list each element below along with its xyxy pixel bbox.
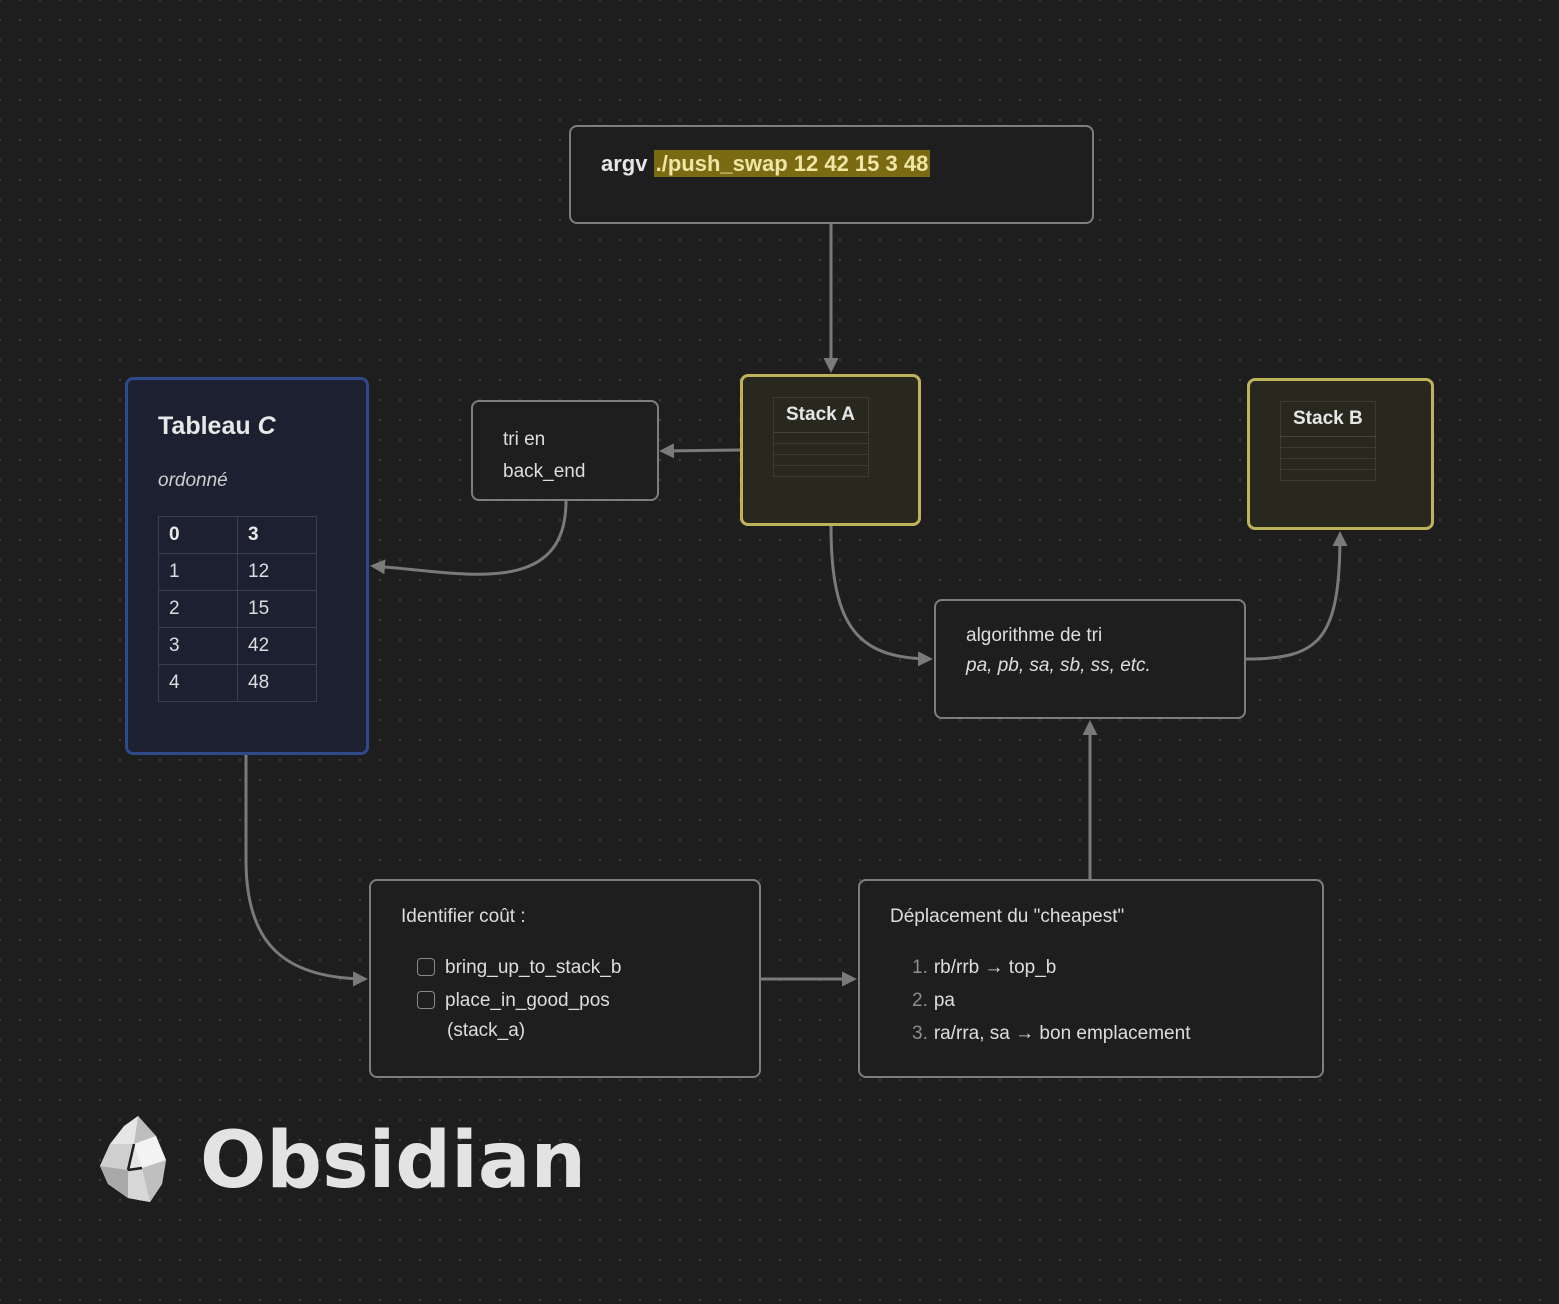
table-row: 0 3 [158,516,317,554]
deplacement-node[interactable]: Déplacement du "cheapest" 1.rb/rrb → top… [858,879,1324,1078]
list-number: 3. [912,1023,928,1044]
tableau-title-text: Tableau [158,412,251,440]
list-item: 2.pa [912,990,955,1012]
obsidian-logo-icon [100,1116,166,1202]
table-cell: 48 [237,664,317,702]
table-cell: 1 [158,553,238,591]
algorithme-node[interactable]: algorithme de tri pa, pb, sa, sb, ss, et… [934,599,1246,719]
argv-node[interactable]: argv ./push_swap 12 42 15 3 48 [569,125,1094,224]
edge-tableau-identifier [244,755,368,987]
list-text: rb/rrb → top_b [933,957,1057,978]
table-cell: 2 [158,590,238,628]
table-cell: 3 [237,516,317,554]
table-cell: 4 [158,664,238,702]
tri-backend-text: tri en back_end [503,424,585,488]
stack-b-table: Stack B [1280,401,1376,481]
table-cell: 12 [237,553,317,591]
obsidian-wordmark: Obsidian [200,1116,587,1206]
stack-b-title: Stack B [1280,401,1376,437]
tableau-c-node[interactable]: Tableau C ordonné 0 3 1 12 2 15 3 42 4 4… [125,377,369,755]
identifier-node[interactable]: Identifier coût : bring_up_to_stack_b pl… [369,879,761,1078]
stack-a-table: Stack A [773,397,869,477]
edge-stack-a-tri [659,443,741,459]
argv-command-highlight: ./push_swap 12 42 15 3 48 [653,150,931,177]
tri-line-2: back_end [503,461,586,482]
algo-title: algorithme de tri [966,625,1103,646]
tri-line-1: tri en [503,429,546,450]
checklist-item: bring_up_to_stack_b [417,957,621,979]
table-cell: 0 [158,516,238,554]
checkbox[interactable] [417,958,435,976]
tableau-table: 0 3 1 12 2 15 3 42 4 48 [158,516,317,702]
edge-stack-a-algo [829,525,933,667]
list-item: 1.rb/rrb → top_b [912,957,1056,979]
list-text: pa [933,990,955,1011]
list-text: ra/rra, sa → bon emplacement [933,1023,1191,1044]
tableau-subtitle: ordonné [158,470,228,491]
stack-a-title: Stack A [773,397,869,433]
edge-tri-tableau [370,500,568,576]
list-number: 2. [912,990,928,1011]
checklist-item: place_in_good_pos [417,990,610,1012]
deplacement-heading: Déplacement du "cheapest" [890,906,1125,927]
stack-b-node[interactable]: Stack B [1247,378,1434,530]
checklist-item-label: bring_up_to_stack_b [445,957,622,978]
argv-line: argv ./push_swap 12 42 15 3 48 [601,150,931,177]
algo-ops: pa, pb, sa, sb, ss, etc. [966,655,1151,676]
tableau-title: Tableau C [158,412,276,441]
checklist-continuation: (stack_a) [447,1020,526,1041]
table-row: 3 42 [158,627,317,665]
edge-algo-stack-b [1245,531,1348,661]
argv-label: argv [601,151,648,176]
table-row: 4 48 [158,664,317,702]
list-number: 1. [912,957,928,978]
tableau-title-var: C [257,412,276,440]
checklist-item-label: place_in_good_pos [445,990,610,1011]
table-cell: 3 [158,627,238,665]
list-item: 3.ra/rra, sa → bon emplacement [912,1023,1190,1045]
table-cell: 42 [237,627,317,665]
table-row: 1 12 [158,553,317,591]
checkbox[interactable] [417,991,435,1009]
stack-a-node[interactable]: Stack A [740,374,921,526]
tri-backend-node[interactable]: tri en back_end [471,400,659,501]
table-row: 2 15 [158,590,317,628]
identifier-heading: Identifier coût : [401,906,526,927]
table-cell: 15 [237,590,317,628]
